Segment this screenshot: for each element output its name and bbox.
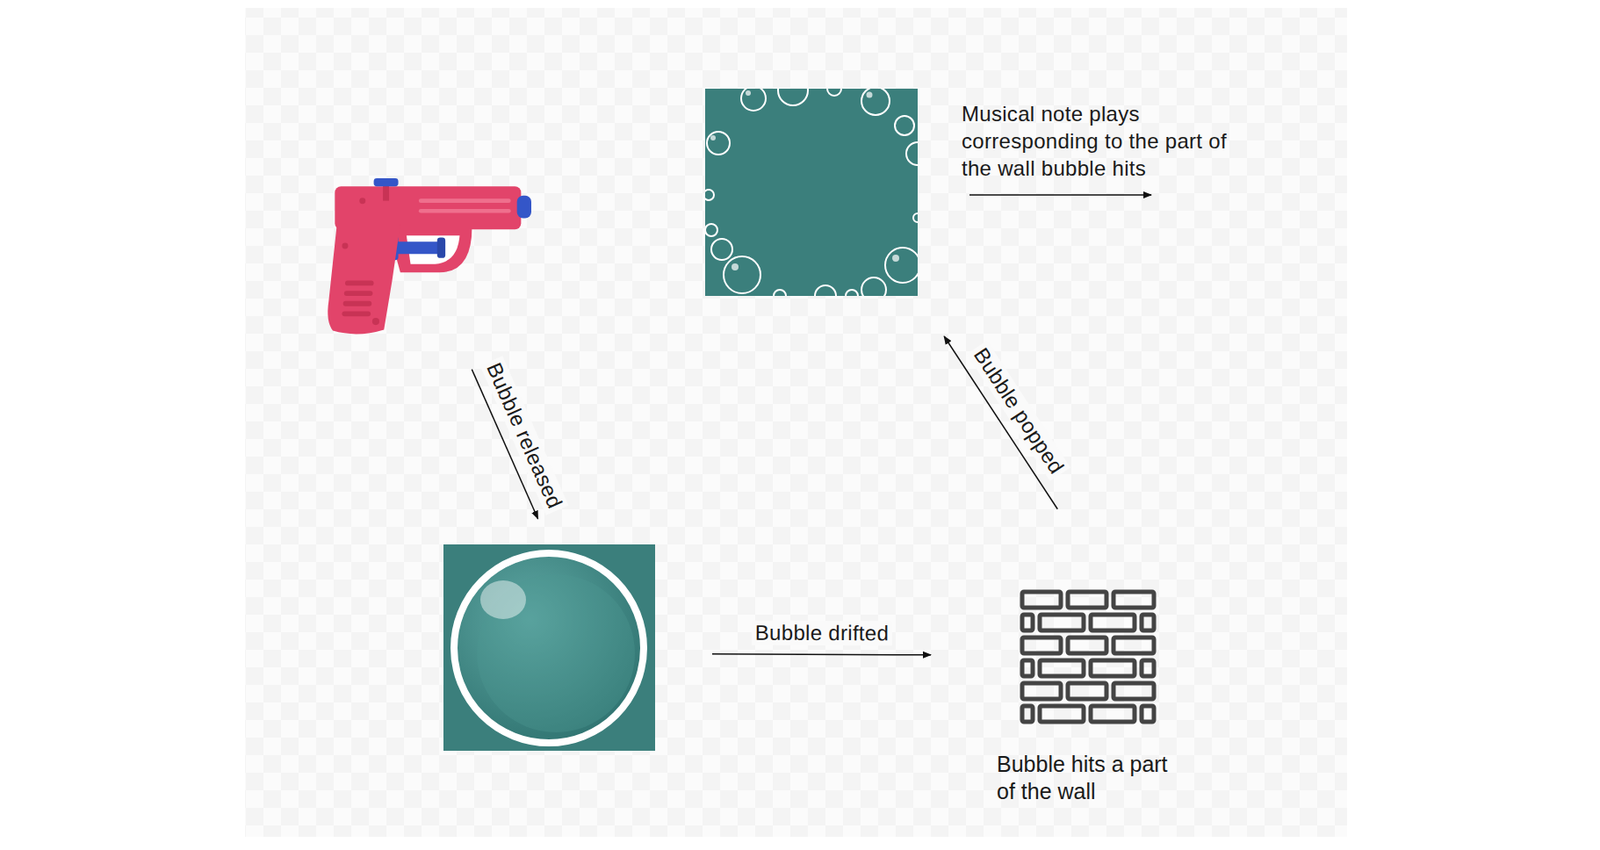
bubbles-frame-picture xyxy=(703,75,930,307)
water-gun-node xyxy=(326,178,532,338)
flow-arrow xyxy=(712,654,931,656)
node-text: Bubble hits a part of the wall xyxy=(996,750,1192,806)
edge-label: Bubble popped xyxy=(966,340,1072,482)
edge-label: Bubble released xyxy=(479,355,569,515)
edge-label: Bubble drifted xyxy=(750,620,892,647)
note-text: Musical note plays corresponding to the … xyxy=(961,100,1252,182)
brick-wall-icon xyxy=(1022,591,1154,722)
bubble-node xyxy=(443,544,656,751)
leader-arrow xyxy=(969,194,1152,196)
checker-ground xyxy=(245,7,1348,837)
popped-bubbles-node xyxy=(705,88,918,296)
bubble-picture xyxy=(443,544,656,751)
wall-node: Bubble hits a part of the wall xyxy=(983,575,1197,811)
water-gun xyxy=(327,178,532,334)
